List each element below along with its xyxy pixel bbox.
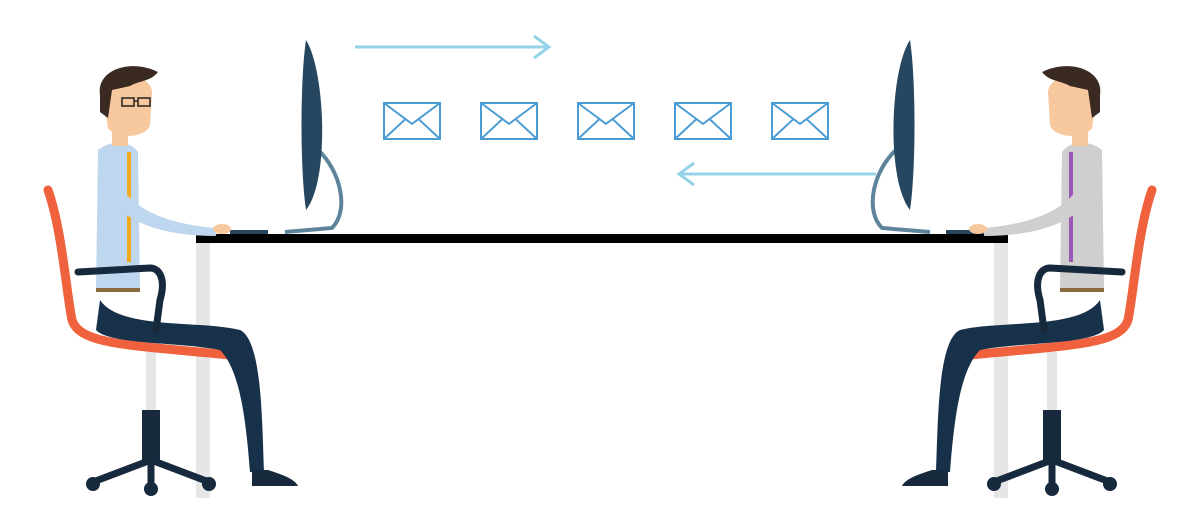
right-person	[902, 66, 1126, 486]
desk-leg-left	[196, 243, 210, 498]
envelope-icon	[674, 102, 732, 140]
envelope-icon	[577, 102, 635, 140]
desk-leg-right	[994, 243, 1008, 498]
arrow-right-icon	[355, 34, 552, 60]
envelope-icon	[480, 102, 538, 140]
left-monitor	[230, 40, 344, 234]
arrow-left-icon	[676, 161, 876, 187]
right-monitor	[870, 40, 984, 234]
left-person	[74, 66, 298, 486]
right-chair	[965, 185, 1157, 496]
envelope-icon	[383, 102, 441, 140]
envelope-icon	[771, 102, 829, 140]
envelope-row	[383, 102, 829, 140]
left-chair	[43, 185, 235, 496]
desk-top	[196, 234, 1008, 243]
desk	[196, 234, 1008, 498]
